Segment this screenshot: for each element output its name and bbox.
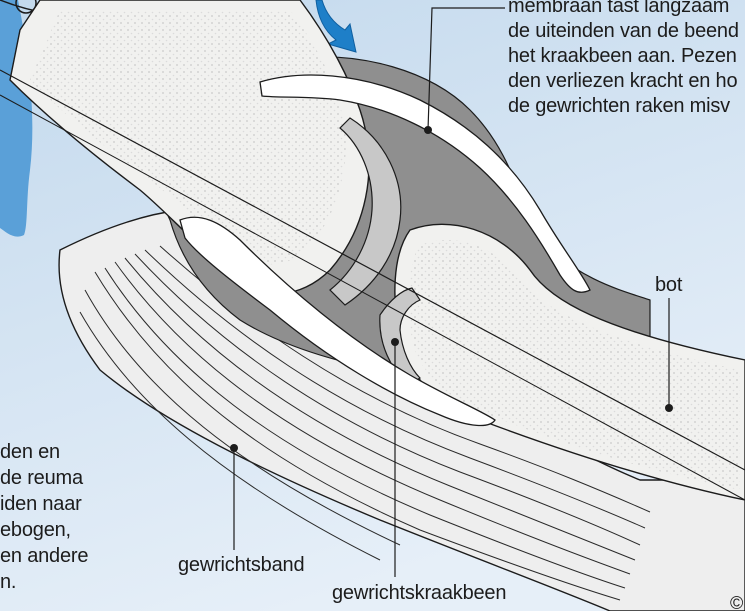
text-line: membraan tast langzaam <box>508 0 739 19</box>
text-line: den en <box>0 439 88 465</box>
text-line: de reuma <box>0 465 88 491</box>
label-cartilage: gewrichtskraakbeen <box>332 582 506 605</box>
text-line: iden naar <box>0 491 88 517</box>
text-line: het kraakbeen aan. Pezen <box>508 44 739 69</box>
copyright-icon: © <box>730 592 743 615</box>
text-line: n. <box>0 569 88 595</box>
text-line: de uiteinden van de beend <box>508 19 739 44</box>
label-ligament: gewrichtsband <box>178 554 304 577</box>
text-line: ebogen, <box>0 517 88 543</box>
text-line: den verliezen kracht en ho <box>508 69 739 94</box>
text-block-bottom-left: den en de reuma iden naar ebogen, en and… <box>0 439 88 595</box>
text-line: en andere <box>0 543 88 569</box>
label-bone: bot <box>655 274 682 297</box>
text-block-top-right: membraan tast langzaam de uiteinden van … <box>508 0 739 119</box>
text-line: de gewrichten raken misv <box>508 94 739 119</box>
